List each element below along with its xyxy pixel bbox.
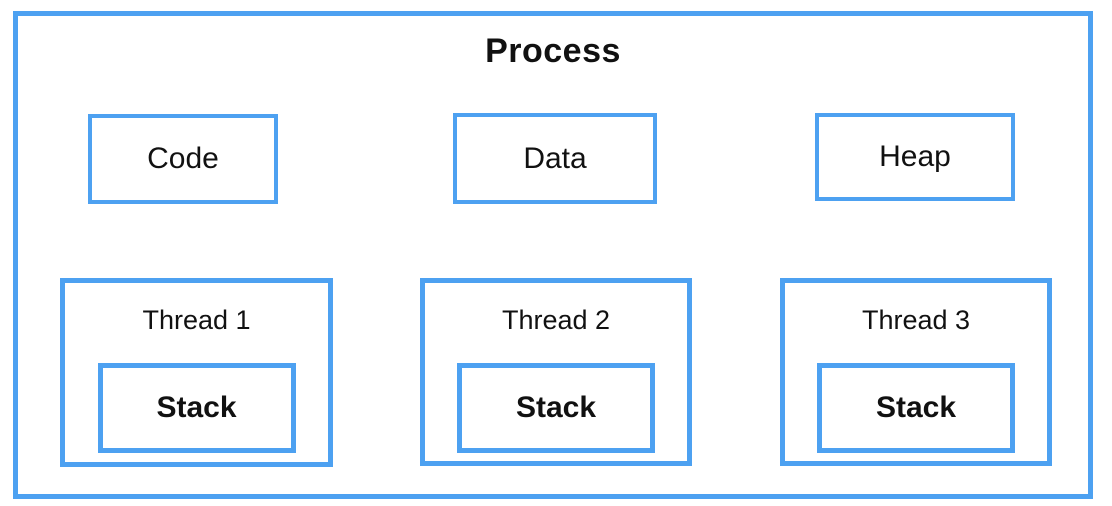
thread-1-stack-label: Stack — [156, 391, 237, 424]
code-label: Code — [147, 142, 219, 175]
thread-3-label: Thread 3 — [861, 305, 971, 335]
thread-2-stack-label: Stack — [515, 391, 597, 424]
thread-1-box: Thread 1 Stack — [60, 278, 333, 467]
data-label: Data — [523, 141, 587, 175]
process-title: Process — [485, 32, 621, 70]
code-box: Code — [88, 114, 278, 204]
thread-1-label: Thread 1 — [142, 305, 251, 335]
thread-2-stack-box: Stack — [457, 363, 655, 453]
thread-2-box: Thread 2 Stack — [420, 278, 692, 466]
thread-3-stack-label: Stack — [875, 391, 957, 424]
data-box: Data — [453, 113, 657, 204]
thread-3-stack-box: Stack — [817, 363, 1015, 453]
heap-box: Heap — [815, 113, 1015, 201]
process-box: Process Code Data Heap Thread 1 Stack Th… — [13, 11, 1093, 499]
thread-1-stack-box: Stack — [97, 363, 296, 453]
thread-3-box: Thread 3 Stack — [780, 278, 1052, 466]
heap-label: Heap — [879, 140, 951, 173]
thread-2-label: Thread 2 — [501, 305, 611, 335]
